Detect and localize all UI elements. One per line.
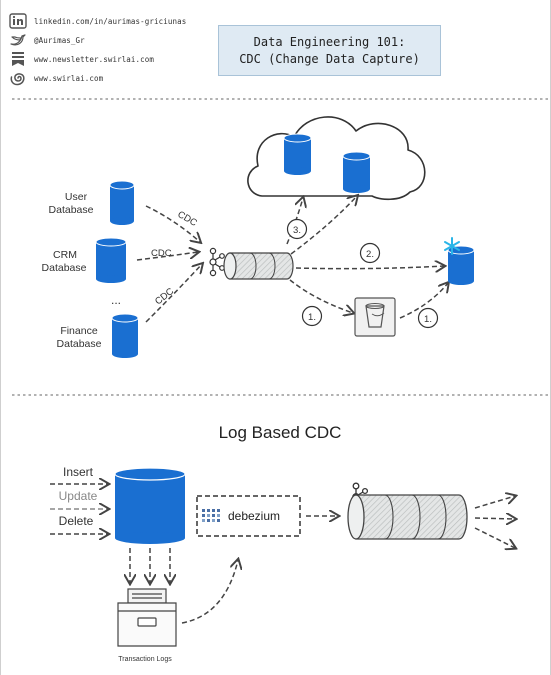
linkedin-link[interactable]: linkedin.com/in/aurimas-griciunas [8, 11, 186, 31]
linkedin-text: linkedin.com/in/aurimas-griciunas [34, 16, 187, 26]
newsletter-text: www.newsletter.swirlai.com [34, 54, 154, 64]
website-link[interactable]: www.swirlai.com [8, 68, 103, 88]
linkedin-icon [8, 12, 28, 30]
swirl-icon [8, 69, 28, 87]
twitter-text: @Aurimas_Gr [34, 35, 85, 45]
twitter-icon [8, 31, 28, 49]
title-line-1: Data Engineering 101: [253, 34, 406, 49]
title-box: Data Engineering 101: CDC (Change Data C… [218, 25, 441, 76]
website-text: www.swirlai.com [34, 73, 104, 83]
newsletter-link[interactable]: www.newsletter.swirlai.com [8, 49, 154, 69]
title-line-2: CDC (Change Data Capture) [239, 51, 420, 66]
twitter-link[interactable]: @Aurimas_Gr [8, 30, 85, 50]
substack-icon [8, 50, 28, 68]
